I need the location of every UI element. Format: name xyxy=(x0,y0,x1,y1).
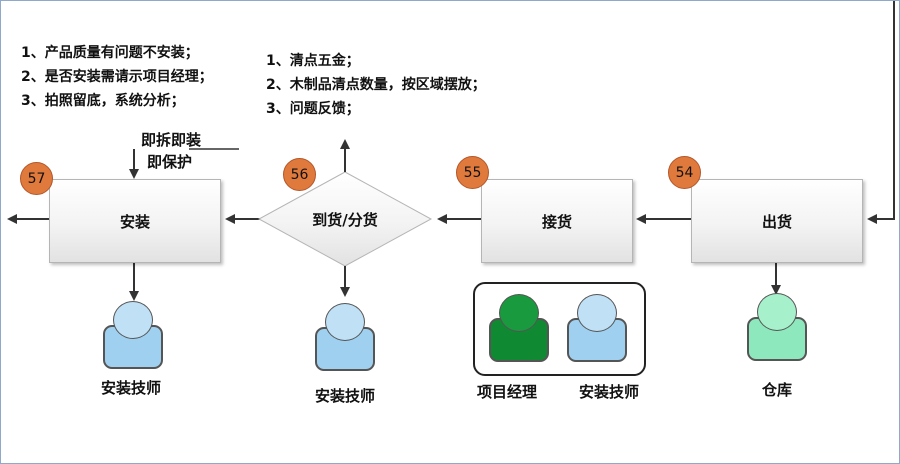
role-label-install: 安装技师 xyxy=(100,379,161,397)
install-note-item: 1、产品质量有问题不安装； xyxy=(21,45,199,61)
role-label-project-manager: 项目经理 xyxy=(476,383,537,401)
arrival-technician-icon xyxy=(315,303,375,371)
receive-role-group xyxy=(473,282,646,376)
install-note-item: 3、拍照留底，系统分析； xyxy=(21,93,185,109)
step-badge-54: 54 xyxy=(668,156,701,189)
project-manager-icon xyxy=(489,294,549,362)
install-notes: 1、产品质量有问题不安装； 2、是否安装需请示项目经理； 3、拍照留底，系统分析… xyxy=(21,41,213,113)
role-label-receive-technician: 安装技师 xyxy=(578,383,639,401)
process-box-install: 安装 xyxy=(49,179,221,263)
incoming-connector xyxy=(867,1,895,224)
install-note-item: 2、是否安装需请示项目经理； xyxy=(21,69,213,85)
role-label-warehouse: 仓库 xyxy=(761,381,792,399)
receive-technician-icon xyxy=(567,294,627,362)
process-label-install: 安装 xyxy=(119,212,150,231)
process-label-ship: 出货 xyxy=(761,212,792,231)
step-badge-57: 57 xyxy=(20,162,53,195)
arrival-note-item: 1、清点五金； xyxy=(266,53,360,69)
process-box-receive: 接货 xyxy=(481,179,633,263)
arrival-note-item: 2、木制品清点数量，按区域摆放； xyxy=(266,77,486,93)
install-technician-icon xyxy=(103,301,163,369)
annotation-line2: 即保护 xyxy=(147,153,193,171)
process-box-ship: 出货 xyxy=(691,179,863,263)
arrival-notes: 1、清点五金； 2、木制品清点数量，按区域摆放； 3、问题反馈； xyxy=(266,49,486,121)
step-badge-55: 55 xyxy=(456,156,489,189)
process-label-receive: 接货 xyxy=(541,212,572,231)
process-label-arrival: 到货/分货 xyxy=(312,211,378,229)
step-badge-56: 56 xyxy=(283,158,316,191)
role-label-arrival: 安装技师 xyxy=(314,387,375,405)
warehouse-icon xyxy=(747,293,807,361)
annotation-line1: 即拆即装 xyxy=(141,131,202,149)
arrival-note-item: 3、问题反馈； xyxy=(266,101,360,117)
